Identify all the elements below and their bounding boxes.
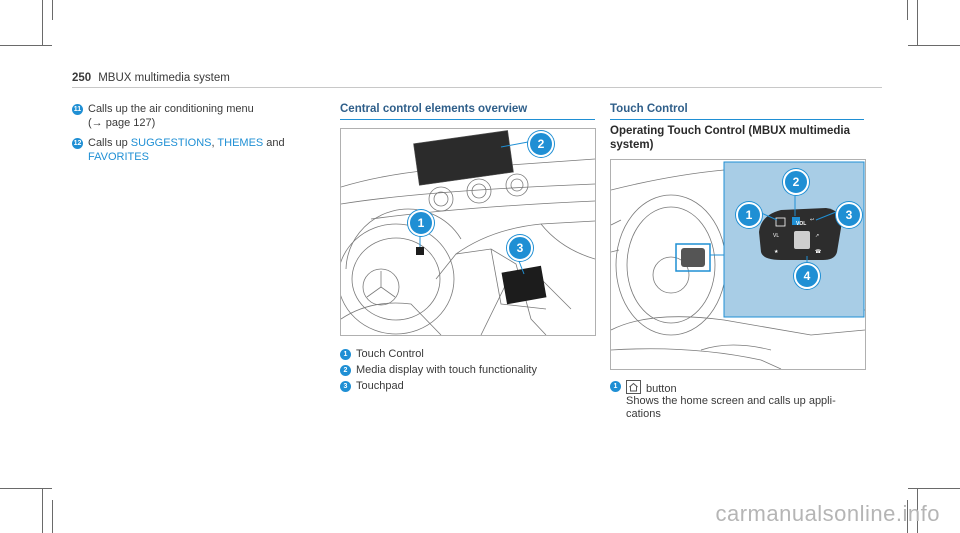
- legend-text: Touch Control: [356, 348, 424, 360]
- page-header: 250 MBUX multimedia system: [72, 72, 230, 84]
- item-text: Calls up the air conditioning menu: [88, 103, 254, 115]
- section-title: Touch Control: [610, 103, 688, 115]
- legend-description: cations: [626, 408, 661, 420]
- callout-2: 2: [528, 131, 554, 157]
- crop-mark: [907, 0, 908, 20]
- item-suffix: and: [263, 137, 285, 149]
- legend-text: Media display with touch functionality: [356, 364, 537, 376]
- legend-description: Shows the home screen and calls up appli…: [626, 395, 836, 407]
- callout-3: 3: [836, 202, 862, 228]
- crop-mark: [907, 500, 908, 533]
- vol-label: VOL: [796, 221, 807, 227]
- callout-1: 1: [408, 210, 434, 236]
- home-icon: [626, 380, 641, 394]
- legend-text: button: [626, 380, 677, 396]
- crop-mark: [908, 45, 960, 46]
- legend-text: Touchpad: [356, 380, 404, 392]
- section-divider: [610, 119, 864, 120]
- crop-mark: [52, 500, 53, 533]
- legend-item: 2 Media display with touch functionality: [340, 364, 590, 378]
- crop-mark: [917, 0, 918, 46]
- callout-2: 2: [783, 169, 809, 195]
- themes-link[interactable]: THEMES: [217, 137, 264, 149]
- svg-text:★: ★: [774, 249, 779, 255]
- section-divider: [340, 119, 595, 120]
- cockpit-illustration: [341, 130, 595, 335]
- legend-badge: 1: [610, 381, 621, 392]
- crop-mark: [0, 45, 52, 46]
- subheading: Operating Touch Control (MBUX multimedia…: [610, 124, 870, 152]
- page-title: MBUX multimedia system: [98, 72, 230, 84]
- button-label: button: [646, 383, 677, 395]
- item-prefix: Calls up: [88, 137, 131, 149]
- legend-badge: 3: [340, 381, 351, 392]
- callout-4: 4: [794, 263, 820, 289]
- cockpit-figure: 1 2 3: [340, 128, 596, 336]
- list-item: 12 Calls up SUGGESTIONS, THEMES and FAVO…: [72, 137, 312, 165]
- subheading-line: system): [610, 139, 654, 151]
- separator: ,: [211, 137, 218, 149]
- touch-control-figure: VL ↗ ★ ☎ ↩ VOL 1 2 3 4: [610, 159, 866, 370]
- item-text: Calls up SUGGESTIONS, THEMES and: [88, 137, 285, 150]
- item-badge: 11: [72, 104, 83, 115]
- svg-text:↩: ↩: [810, 217, 814, 223]
- crop-mark: [42, 0, 43, 46]
- legend-item: 3 Touchpad: [340, 380, 590, 394]
- section-title: Central control elements overview: [340, 103, 528, 115]
- page-number: 250: [72, 72, 92, 84]
- svg-text:☎: ☎: [815, 249, 821, 255]
- item-badge: 12: [72, 138, 83, 149]
- watermark: carmanualsonline.info: [715, 501, 940, 526]
- suggestions-link[interactable]: SUGGESTIONS: [130, 137, 212, 149]
- crop-mark: [0, 488, 52, 489]
- crop-mark: [52, 0, 53, 20]
- callout-1: 1: [736, 202, 762, 228]
- crop-mark: [42, 488, 43, 533]
- legend-badge: 1: [340, 349, 351, 360]
- crop-mark: [908, 488, 960, 489]
- legend-item: 1 button Shows the home screen and calls…: [610, 380, 860, 422]
- page-reference: (→ page 127): [88, 117, 156, 129]
- list-item: 11 Calls up the air conditioning menu (→…: [72, 103, 312, 131]
- steering-wheel-illustration: VL ↗ ★ ☎ ↩: [611, 161, 865, 369]
- callout-3: 3: [507, 235, 533, 261]
- header-divider: [72, 87, 882, 88]
- svg-text:↗: ↗: [815, 233, 819, 239]
- svg-text:VL: VL: [773, 233, 779, 239]
- subheading-line: Operating Touch Control (MBUX multimedia: [610, 125, 851, 137]
- legend-badge: 2: [340, 365, 351, 376]
- favorites-link[interactable]: FAVORITES: [88, 151, 149, 163]
- legend-item: 1 Touch Control: [340, 348, 590, 362]
- crop-mark: [917, 488, 918, 533]
